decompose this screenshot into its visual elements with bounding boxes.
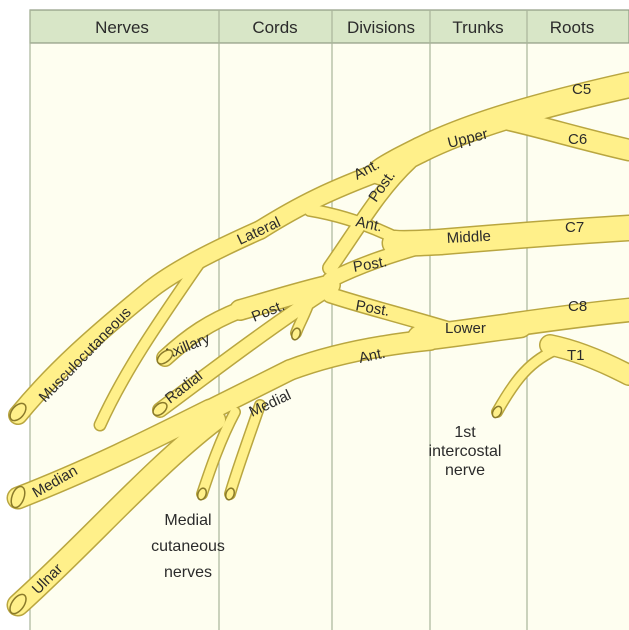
first-intercostal-nerve-fill [492, 343, 565, 417]
label-lower-post: Post. [354, 297, 391, 320]
label-c8: C8 [568, 298, 587, 315]
label-c5: C5 [572, 81, 591, 98]
root-c7-fill [428, 216, 629, 254]
medial-cutaneous-line-1: Medial [164, 512, 211, 529]
upper-posterior-division-fill [323, 155, 417, 275]
medial-cutaneous-line-3: nerves [164, 564, 212, 581]
median-nerve-fill [8, 400, 220, 508]
lower-anterior-division-fill [280, 330, 440, 380]
cut-ends [9, 327, 503, 615]
header-cords: Cords [252, 18, 297, 37]
intercostal-line-3: nerve [445, 462, 485, 479]
cut-end-musculocutaneous [9, 402, 27, 422]
medial-cutaneous-2-fill [225, 400, 265, 499]
middle-anterior-division-fill [304, 204, 406, 246]
label-c6: C6 [568, 131, 587, 148]
label-lower: Lower [445, 320, 486, 337]
upper-anterior-division-fill [251, 159, 399, 239]
lower-posterior-division-fill [323, 288, 457, 337]
musculocutaneous-nerve-fill [9, 281, 159, 424]
header-roots: Roots [550, 18, 594, 37]
label-t1: T1 [567, 347, 585, 364]
header-bar [29, 9, 629, 44]
medial-cutaneous-line-2: cutaneous [151, 538, 225, 555]
label-c7: C7 [565, 219, 584, 236]
label-middle: Middle [446, 228, 491, 247]
ulnar-nerve-fill [8, 410, 225, 615]
cut-end-median [10, 485, 26, 509]
middle-posterior-division-fill [323, 238, 432, 287]
cut-end-radial [152, 401, 168, 417]
root-c6-fill [500, 110, 629, 160]
cut-end-cutaneous-2 [224, 487, 236, 501]
cut-end-intercostal [491, 405, 503, 419]
medial-cutaneous-1-fill [197, 407, 240, 499]
cut-end-cutaneous-1 [196, 487, 208, 501]
header-nerves: Nerves [95, 18, 149, 37]
label-lower-ant: Ant. [357, 345, 387, 367]
intercostal-line-1: 1st [454, 424, 476, 441]
label-middle-post: Post. [352, 253, 389, 276]
cut-end-posterior-stub [290, 327, 302, 341]
header-divisions: Divisions [347, 18, 415, 37]
cut-end-axillary [156, 349, 174, 365]
lateral-root-of-median-fill [95, 257, 205, 430]
nerve-fills [8, 73, 629, 615]
cut-end-ulnar [9, 593, 27, 615]
header-trunks: Trunks [452, 18, 503, 37]
intercostal-line-2: intercostal [429, 443, 502, 460]
label-middle-ant: Ant. [354, 213, 384, 235]
